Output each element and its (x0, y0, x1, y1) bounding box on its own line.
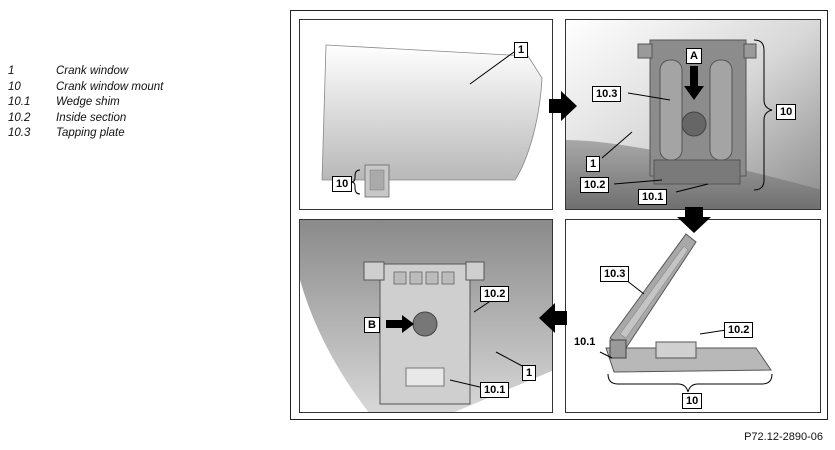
leader-line (625, 279, 645, 295)
arrow-a (684, 66, 704, 100)
callout-10: 10 (682, 393, 703, 409)
legend-text: Crank window mount (56, 80, 164, 93)
legend-item: 10.2 Inside section (8, 111, 163, 127)
panel-mount-closeup: A 10.3 10 1 10.2 10.1 (565, 19, 821, 210)
callout-10-1: 10.1 (638, 189, 668, 205)
callout-10-2: 10.2 (580, 177, 610, 193)
callout-10: 10 (332, 176, 353, 192)
legend-item: 1 Crank window (8, 64, 163, 80)
brace (607, 373, 773, 393)
callout-10-3: 10.3 (600, 266, 630, 282)
callout-b: B (364, 317, 380, 333)
leader-line (675, 183, 709, 193)
legend-number: 10 (8, 80, 21, 93)
panel-window-overview: 1 10 (299, 19, 553, 210)
leader-line (469, 51, 515, 85)
leader-line (627, 92, 671, 101)
arrow-b (386, 315, 414, 333)
leader-line (699, 329, 727, 335)
legend-item: 10.3 Tapping plate (8, 126, 163, 142)
panel-mount-rear: B 10.2 1 10.1 (299, 219, 553, 413)
legend-item: 10 Crank window mount (8, 80, 163, 96)
legend-text: Inside section (56, 111, 127, 124)
brace (753, 39, 773, 191)
legend-number: 10.1 (8, 96, 31, 108)
callout-10-3: 10.3 (592, 86, 622, 102)
callout-10: 10 (776, 104, 797, 120)
legend-item: 10.1 Wedge shim (8, 95, 163, 111)
legend-number: 1 (8, 65, 15, 77)
legend: 1 Crank window 10 Crank window mount 10.1 W… (8, 64, 163, 142)
leader-line (599, 351, 613, 359)
callout-1: 1 (514, 42, 529, 58)
legend-text: Tapping plate (56, 127, 125, 139)
callout-10-2: 10.2 (724, 322, 754, 338)
diagram-frame: 1 10 (290, 10, 828, 420)
legend-number: 10.3 (8, 127, 31, 139)
callout-a: A (686, 48, 702, 64)
panel-mount-parts: 10.3 10.2 10.1 10 (565, 219, 821, 413)
callout-1: 1 (522, 365, 537, 381)
legend-text: Crank window (56, 65, 129, 77)
leader-line (473, 299, 493, 313)
leader-line (613, 179, 663, 185)
inside-section-base (605, 347, 772, 373)
callout-1: 1 (586, 156, 601, 172)
arrow-left-icon (539, 303, 567, 333)
wedge-shim (609, 339, 627, 359)
legend-text: Wedge shim (56, 96, 120, 108)
crank-window-glass (321, 44, 543, 181)
arrow-right-icon (549, 91, 577, 121)
label-10-1: 10.1 (574, 336, 596, 348)
leader-line (495, 351, 527, 369)
callout-10-1: 10.1 (480, 382, 510, 398)
mount-rear-drawing (300, 220, 552, 412)
callout-10-2: 10.2 (480, 286, 510, 302)
window-overview-drawing (321, 44, 543, 198)
leader-line (601, 131, 633, 159)
mount-parts-drawing (599, 233, 773, 393)
figure-reference: P72.12-2890-06 (744, 431, 823, 443)
arrow-down-icon (677, 207, 711, 233)
leader-line (449, 379, 485, 389)
legend-number: 10.2 (8, 111, 31, 124)
